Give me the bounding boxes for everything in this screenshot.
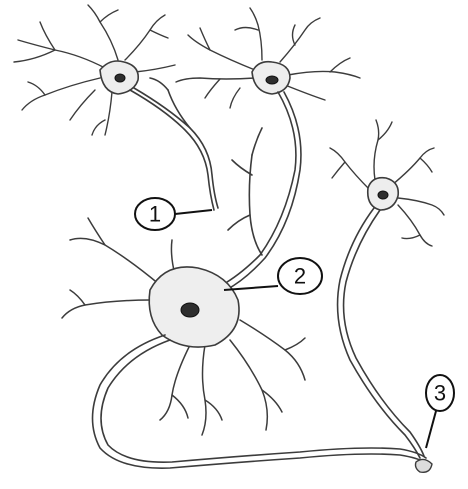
nucleus-bottom-center [181, 303, 199, 317]
nucleus-right [378, 191, 388, 199]
axon-right [338, 208, 424, 458]
label-3-leader [426, 411, 436, 448]
neuron-top-left [14, 5, 218, 210]
axon-terminal-3 [416, 459, 433, 472]
label-3-text: 3 [434, 381, 446, 406]
label-2-text: 2 [294, 264, 306, 289]
dendrites-top-left [14, 5, 175, 135]
label-1-group: 1 [135, 198, 212, 230]
label-1-text: 1 [149, 202, 161, 227]
label-2-group: 2 [224, 258, 322, 294]
nucleus-top-left [115, 74, 125, 82]
nucleus-top-middle [266, 76, 278, 84]
neuron-bottom-center [62, 218, 426, 468]
label-1-leader [175, 210, 212, 214]
label-3-group: 3 [426, 375, 454, 448]
neuron-right [330, 120, 444, 458]
